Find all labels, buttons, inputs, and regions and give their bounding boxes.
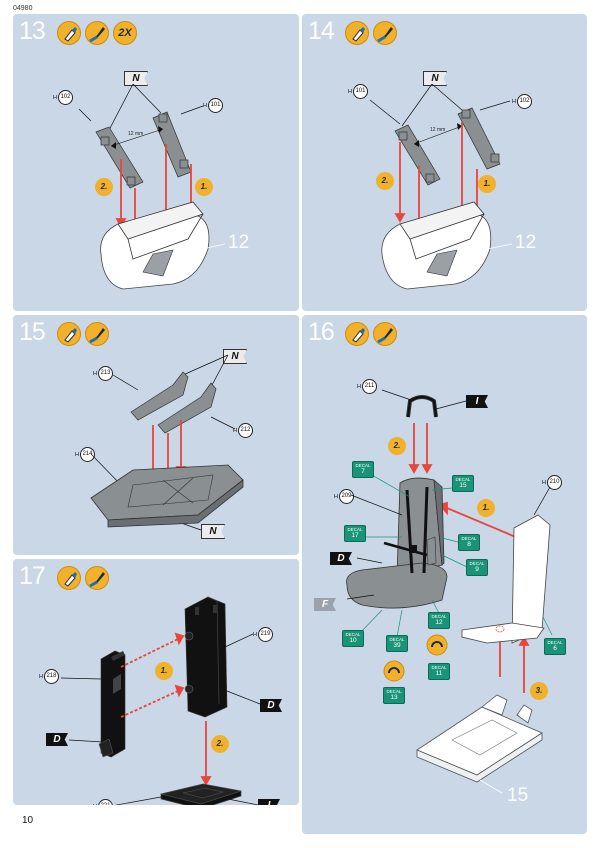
step-number: 17 [19, 562, 46, 590]
target-part-number: 12 [228, 232, 250, 253]
glue-icon [345, 322, 369, 346]
order-marker: 2. [95, 178, 113, 196]
step-16-illustration [346, 389, 553, 794]
order-marker: 2. [388, 437, 406, 455]
order-marker: 1. [478, 175, 496, 193]
glue-icon [57, 566, 81, 590]
flag-i: I [466, 395, 488, 408]
flag-d: D [46, 733, 68, 746]
part-label: H221 [93, 799, 113, 805]
measure-label: 12 mm [128, 131, 144, 137]
flag-d: D [260, 699, 282, 712]
step-13-illustration [78, 83, 226, 290]
paint-brush-icon [85, 322, 109, 346]
flag-d: D [330, 552, 352, 565]
target-part-number: 12 [515, 232, 537, 253]
flag-i: I [258, 799, 280, 805]
order-marker: 2. [376, 172, 394, 190]
flag-f: F [314, 598, 336, 611]
order-marker: 1. [155, 662, 173, 680]
order-marker: 1. [477, 499, 495, 517]
repeat-2x-badge: 2X [113, 21, 137, 45]
paint-brush-icon [85, 566, 109, 590]
glue-icon [57, 21, 81, 45]
target-part-number: 15 [507, 785, 529, 806]
paint-brush-icon [85, 21, 109, 45]
step-number: 14 [308, 17, 335, 45]
order-marker: 1. [195, 178, 213, 196]
order-marker: 3. [530, 682, 548, 700]
order-marker: 2. [211, 735, 229, 753]
step-17-illustration [60, 596, 261, 805]
step-15-illustration [90, 354, 244, 531]
measure-label: 12 mm [430, 127, 446, 133]
step-number: 15 [19, 318, 46, 346]
paint-brush-icon [373, 21, 397, 45]
glue-icon [345, 21, 369, 45]
document-code: 04980 [13, 5, 33, 12]
step-number: 13 [19, 17, 46, 45]
page-number: 10 [22, 815, 34, 826]
paint-brush-icon [373, 322, 397, 346]
step-number: 16 [308, 318, 335, 346]
glue-icon [57, 322, 81, 346]
step-14-illustration [369, 83, 513, 290]
